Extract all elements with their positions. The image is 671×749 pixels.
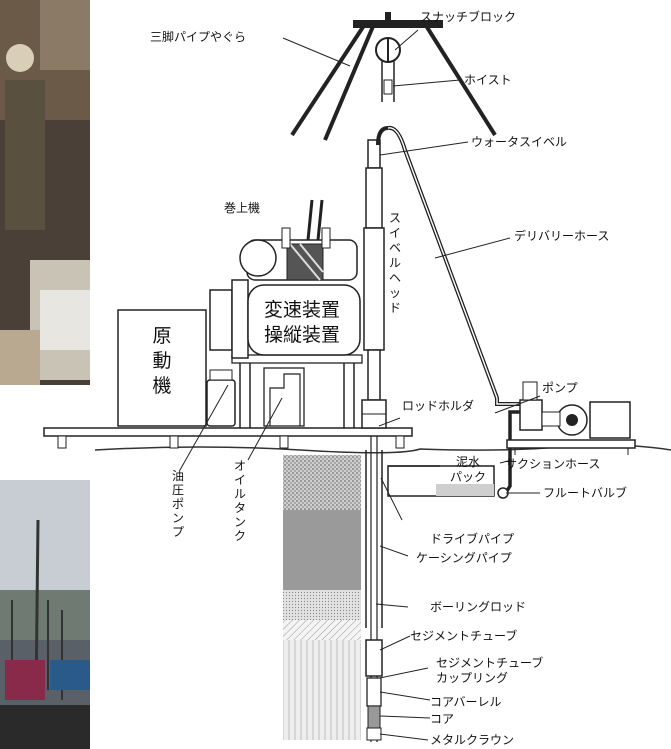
water-swivel [367,126,389,169]
vertical-char: 圧 [172,483,184,497]
snatch-block [375,12,401,63]
vertical-char: イ [389,226,401,240]
label-suction-hose: サクションホース [505,457,600,471]
label-tripod: 三脚パイプやぐら [150,29,246,44]
vertical-char: オ [234,459,246,473]
transmission-box [209,279,361,359]
leader-lines [179,29,541,741]
label-core-barrel: コアバーレル [430,695,502,709]
delivery-hose [387,125,520,406]
label-prime-mover: 原動機 [152,325,171,397]
vertical-char: ン [234,515,246,529]
label-line: パック [450,470,486,484]
label-water-swivel: ウォータスイベル [471,135,567,149]
label-foot-valve: フルートバルブ [543,485,627,500]
vertical-char: プ [172,525,184,539]
label-line: セジメントチューブ [436,655,543,670]
vertical-char: ポ [172,497,184,511]
vertical-char: イ [234,473,246,487]
vertical-char: ス [389,211,401,225]
label-hoist: ホイスト [464,73,512,87]
label-pump: ポンプ [542,381,578,395]
vertical-char: ベ [389,241,401,255]
label-drive-pipe: ドライブパイプ [430,531,514,546]
soil-column [283,455,361,740]
vertical-char: ク [234,529,246,543]
label-control: 操縦装置 [264,324,340,346]
vertical-char: ル [234,487,246,501]
label-casing-pipe: ケーシングパイプ [416,551,512,565]
vertical-char: ン [172,511,184,525]
pump [506,381,636,455]
vertical-char: 油 [172,469,184,483]
vertical-char: ヘ [389,271,401,285]
label-core: コア [430,712,454,726]
vertical-char: タ [234,501,246,515]
vertical-char: ッ [389,286,401,300]
label-rod-holder: ロッドホルダ [402,398,474,413]
base-platform [43,427,413,449]
label-snatch-block: スナッチブロック [420,9,516,24]
tripod [290,20,497,141]
vertical-char: ル [389,256,401,270]
vertical-char: 原 [152,325,171,347]
suction-hose [503,410,520,495]
swivel-head [363,167,385,401]
borehole-string [365,436,383,742]
worker-photo [0,0,90,385]
vertical-char: 動 [152,350,171,372]
harbor-photo [0,480,90,749]
vertical-char: ド [389,301,401,315]
winch [239,199,358,281]
vertical-char: 機 [152,375,171,397]
hydraulic-pump [206,369,236,427]
machine-frame [231,354,363,428]
prime-mover [117,309,207,427]
label-line: カップリング [436,671,508,685]
label-sediment-tube: セジメントチューブ [410,628,517,643]
label-winch: 巻上機 [224,200,260,215]
mud-pit [387,465,495,497]
label-boring-rod: ボーリングロッド [430,600,526,614]
hoist [381,60,395,102]
label-delivery-hose: デリバリーホース [514,228,609,243]
label-metal-crown: メタルクラウン [430,733,514,747]
rod-holder [361,399,387,429]
label-transmission: 変速装置 [264,299,340,321]
label-line: 泥水 [456,455,480,469]
